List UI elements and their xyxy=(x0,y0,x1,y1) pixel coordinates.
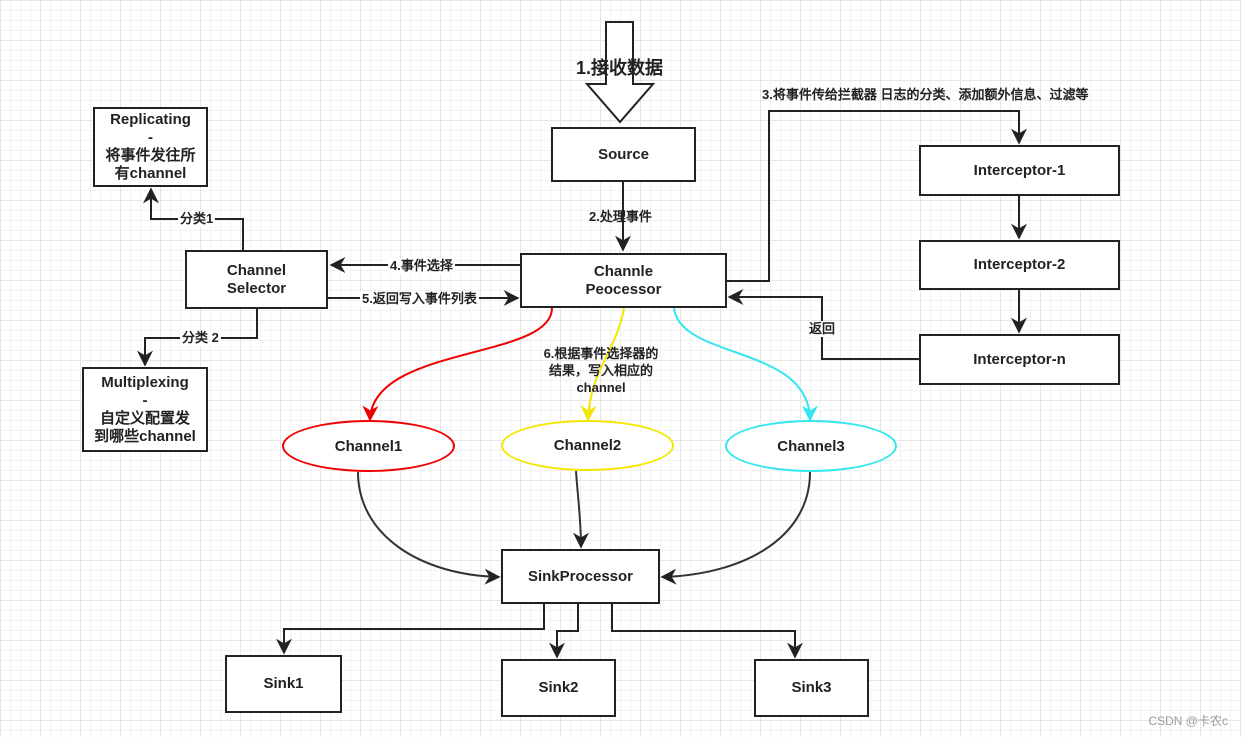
replicating-box: Replicating - 将事件发往所 有channel xyxy=(93,107,208,187)
return-list-label: 5.返回写入事件列表 xyxy=(360,291,479,307)
return-label: 返回 xyxy=(807,321,838,337)
interceptor-2-box: Interceptor-2 xyxy=(919,240,1120,290)
edge-channel1-sinkprocessor xyxy=(357,471,501,585)
edge-sinkprocessor-sink3 xyxy=(611,604,803,659)
edge-processor-channel1 xyxy=(362,307,553,422)
channel3-ellipse: Channel3 xyxy=(725,420,897,472)
receive-arrow xyxy=(584,21,656,124)
edge-sinkprocessor-sink1 xyxy=(276,604,545,655)
channel-selector-box: Channel Selector xyxy=(185,250,328,309)
process-label: 2.处理事件 xyxy=(589,209,652,224)
write-channel-label: 6.根据事件选择器的 结果，写入相应的 channel xyxy=(543,346,659,395)
receive-label: 1.接收数据 xyxy=(576,58,664,78)
interceptor-1-box: Interceptor-1 xyxy=(919,145,1120,196)
sink1-box: Sink1 xyxy=(225,655,342,713)
channel2-ellipse: Channel2 xyxy=(501,420,674,471)
sink3-box: Sink3 xyxy=(754,659,869,717)
category1-label: 分类1 xyxy=(178,211,216,227)
multiplexing-box: Multiplexing - 自定义配置发 到哪些channel xyxy=(82,367,208,452)
sink2-box: Sink2 xyxy=(501,659,616,717)
interceptor-pass-label: 3.将事件传给拦截器 日志的分类、添加额外信息、过滤等 xyxy=(762,87,1089,102)
edge-processor-channel3 xyxy=(673,307,818,422)
edge-processor-channel2 xyxy=(580,307,625,422)
channel1-ellipse: Channel1 xyxy=(282,420,455,472)
sink-processor-box: SinkProcessor xyxy=(501,549,660,604)
channel-processor-box: Channle Peocessor xyxy=(520,253,727,308)
edge-channel2-sinkprocessor xyxy=(572,470,589,549)
category2-label: 分类 2 xyxy=(180,330,221,346)
source-box: Source xyxy=(551,127,696,182)
edge-processor-interceptor1 xyxy=(727,110,1027,282)
watermark: CSDN @卡农c xyxy=(1148,714,1228,728)
select-label: 4.事件选择 xyxy=(388,258,455,274)
edge-sinkprocessor-sink2 xyxy=(549,604,579,659)
edge-channel3-sinkprocessor xyxy=(660,471,811,585)
interceptor-n-box: Interceptor-n xyxy=(919,334,1120,385)
